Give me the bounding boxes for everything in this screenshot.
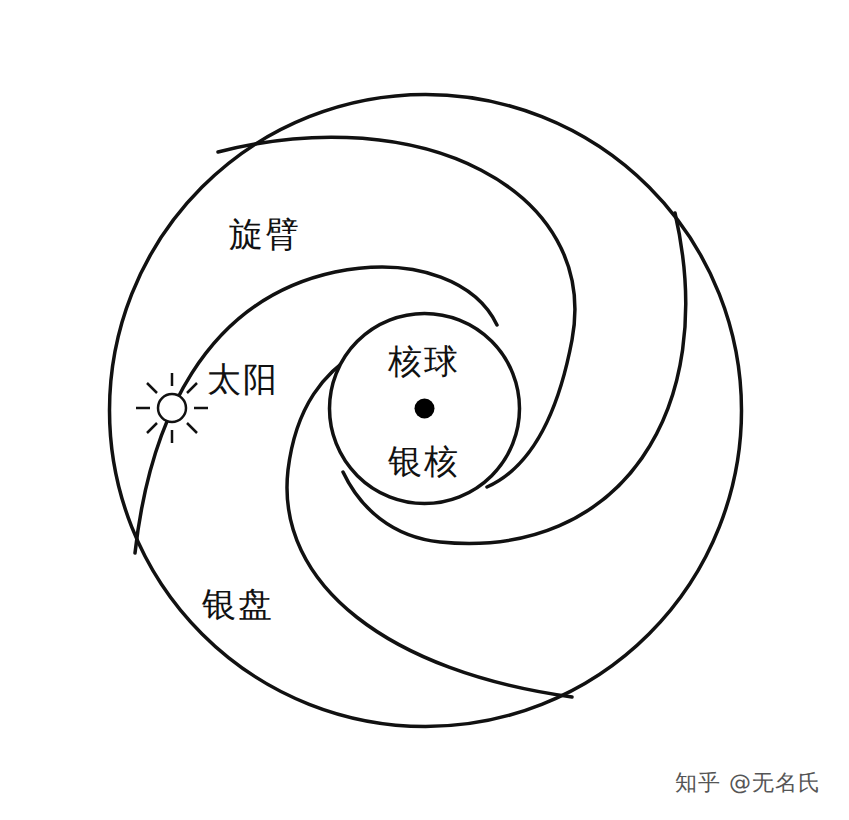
- arm-label: 旋臂: [229, 216, 301, 253]
- nucleus-dot: [415, 399, 435, 419]
- sun-symbol: [136, 373, 208, 443]
- region-label: 银盘: [202, 586, 274, 623]
- region-label: 核球: [388, 343, 460, 380]
- sun-label: 太阳: [207, 361, 279, 398]
- galactic-disk: 银盘 核球银核: [107, 92, 744, 729]
- region-label: 银核: [388, 443, 460, 480]
- galactic-bulge: 核球银核: [328, 312, 521, 505]
- watermark: 知乎 @无名氏: [675, 771, 821, 795]
